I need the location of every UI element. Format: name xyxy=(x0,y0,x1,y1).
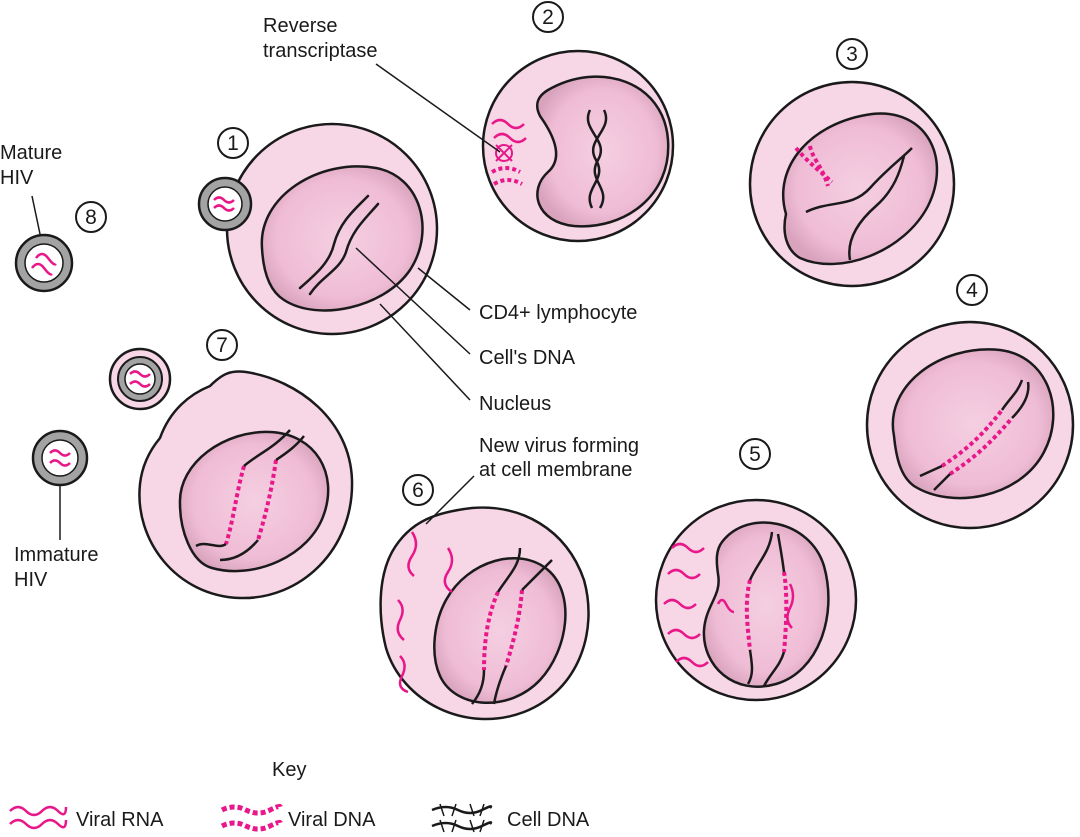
step-badge-1 xyxy=(217,127,249,159)
cell-step-5: 5 xyxy=(654,438,858,702)
step-number-5: 5 xyxy=(749,443,761,466)
step-number-1: 1 xyxy=(227,132,239,155)
viral-rna-strands xyxy=(663,542,795,668)
cell-step-1: 1 xyxy=(197,122,439,336)
step-badge-8 xyxy=(75,201,107,233)
label-immature-hiv-line2: HIV xyxy=(14,569,48,591)
viral-dna-entering xyxy=(794,145,834,187)
nucleus xyxy=(536,75,670,228)
legend-item-viral-dna: Viral DNA xyxy=(220,803,376,832)
nucleus xyxy=(781,112,939,266)
cell-dna-helix xyxy=(298,194,380,296)
legend-item-cell-dna: Cell DNA xyxy=(431,803,590,833)
mature-hiv: 8 xyxy=(14,195,107,293)
step-number-8: 8 xyxy=(85,206,97,229)
cell-dna xyxy=(746,531,786,687)
viral-rna-strands xyxy=(491,118,527,144)
label-new-virus-line1: New virus forming xyxy=(479,435,639,457)
virus-budding xyxy=(108,347,172,411)
label-mature-hiv-line2: HIV xyxy=(0,167,34,189)
step-number-4: 4 xyxy=(966,279,978,302)
nucleus xyxy=(702,521,830,688)
new-virus-leader xyxy=(425,475,475,525)
cell-step-6: 6 xyxy=(379,474,590,721)
integrated-viral-dna xyxy=(224,459,278,545)
label-nucleus: Nucleus xyxy=(479,393,551,415)
cell-dna-helix xyxy=(586,109,608,209)
nucleus xyxy=(260,165,424,312)
nucleus xyxy=(178,430,330,573)
step-badge-7 xyxy=(206,329,238,361)
legend-label-viral-rna: Viral RNA xyxy=(76,809,164,831)
reverse-transcriptase-complex xyxy=(495,144,513,162)
label-reverse-transcriptase-line1: Reverse xyxy=(263,15,337,37)
cell-1-leaders xyxy=(355,247,471,401)
cell-dna-swatch xyxy=(431,803,493,833)
step-number-7: 7 xyxy=(216,334,228,357)
step-number-3: 3 xyxy=(846,43,858,66)
cell-dna xyxy=(471,547,553,705)
viral-dna-strands xyxy=(491,166,523,186)
cell-step-3: 3 xyxy=(748,38,956,288)
cell-dna xyxy=(195,429,305,562)
legend: Key Viral RNA Viral DNA Cell DNA xyxy=(9,759,590,833)
step-badge-5 xyxy=(739,438,771,470)
viral-rna-swatch xyxy=(9,805,68,830)
nucleus xyxy=(891,348,1055,500)
step-number-2: 2 xyxy=(542,6,554,29)
label-reverse-transcriptase-line2: transcriptase xyxy=(263,40,378,62)
reverse-transcriptase-leader xyxy=(375,63,501,153)
label-cd4-lymphocyte: CD4+ lymphocyte xyxy=(479,302,637,324)
step-badge-4 xyxy=(956,274,988,306)
integrated-viral-dna xyxy=(482,589,524,671)
viral-dna-swatch xyxy=(220,803,283,832)
legend-title: Key xyxy=(272,759,306,781)
legend-label-cell-dna: Cell DNA xyxy=(507,809,590,831)
cell-step-4: 4 xyxy=(865,274,1075,530)
integrated-viral-dna xyxy=(744,571,789,653)
virus-attaching xyxy=(197,176,253,232)
viral-rna-strands xyxy=(396,531,454,694)
legend-label-viral-dna: Viral DNA xyxy=(288,809,376,831)
label-new-virus-line2: at cell membrane xyxy=(479,459,632,481)
cell-step-2: 2 xyxy=(375,1,675,243)
step-badge-3 xyxy=(836,38,868,70)
label-immature-hiv-line1: Immature xyxy=(14,544,98,566)
cell-dna-broken xyxy=(805,147,913,261)
step-badge-6 xyxy=(402,474,434,506)
label-cells-dna: Cell's DNA xyxy=(479,347,576,369)
label-mature-hiv-line1: Mature xyxy=(0,142,62,164)
integrated-viral-dna xyxy=(940,408,1014,476)
step-badge-2 xyxy=(532,1,564,33)
legend-item-viral-rna: Viral RNA xyxy=(9,805,164,831)
mature-hiv-leader xyxy=(31,195,41,235)
immature-hiv xyxy=(31,429,89,540)
nucleus xyxy=(433,556,567,704)
cell-dna-ends xyxy=(919,379,1030,491)
cell-step-7: 7 xyxy=(108,329,354,600)
step-number-6: 6 xyxy=(412,479,424,502)
